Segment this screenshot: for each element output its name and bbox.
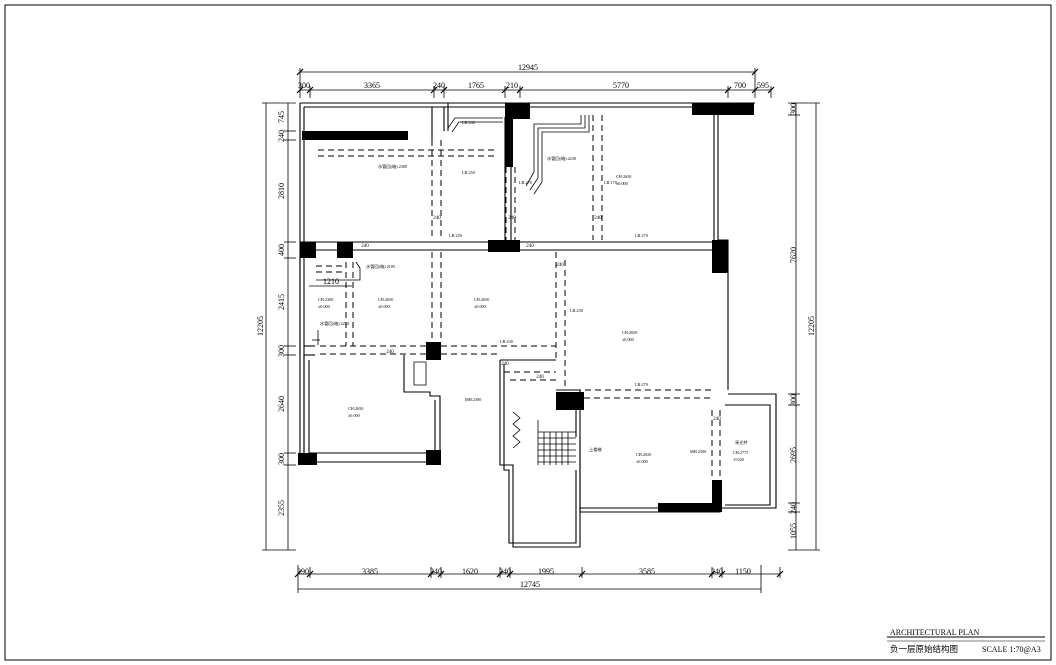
floor-level: ±0.000 <box>636 459 648 464</box>
pipe-runs <box>312 115 590 345</box>
dim-left-total: 12205 <box>256 316 265 336</box>
wall-240-mark: 240 <box>361 244 369 249</box>
beam-label: LB:270 <box>635 382 648 387</box>
dim-bottom-6: 3585 <box>639 567 655 576</box>
dim-right-3: 2695 <box>789 447 798 463</box>
dim-right-total: 12205 <box>807 316 816 336</box>
ceiling-height: CH:2775 <box>733 450 748 455</box>
dim-right-1: 7620 <box>789 247 798 263</box>
wall-240-mark: 240 <box>526 244 534 249</box>
dim-top-total: 12945 <box>518 63 538 72</box>
dim-top-4: 210 <box>506 81 518 90</box>
title-block-title: ARCHITECTURAL PLAN <box>890 628 979 637</box>
dimension-text: 12945 300 3365 240 1765 210 5770 700 595… <box>256 63 816 589</box>
beam-label: LB:270 <box>519 180 532 185</box>
floor-level: ±0.000 <box>378 304 390 309</box>
dim-bottom-8: 1150 <box>735 567 751 576</box>
dim-bottom-7: 240 <box>711 567 723 576</box>
dim-right-4: 240 <box>789 502 798 514</box>
dim-bottom-2: 240 <box>430 567 442 576</box>
pipe-label: 水管回(暗):2185 <box>366 263 395 270</box>
dim-right-5: 1055 <box>789 523 798 539</box>
dim-right-2: 300 <box>789 394 798 406</box>
floor-level: ±0.000 <box>474 304 486 309</box>
dim-bottom-4: 240 <box>499 567 511 576</box>
pipe-label: 水管回(暗):2230 <box>547 155 576 162</box>
dim-bottom-1: 3385 <box>362 567 378 576</box>
dim-bottom-5: 1995 <box>538 567 554 576</box>
floor-level: ±0.000 <box>318 304 330 309</box>
beam-label: LB:230 <box>570 308 583 313</box>
dim-left-8: 2355 <box>277 500 286 516</box>
dim-top-0: 300 <box>298 81 310 90</box>
dim-left-7: 300 <box>277 453 286 465</box>
beam-label: LB:240 <box>462 120 475 125</box>
ceiling-height: CH:2650 <box>474 297 489 302</box>
wall-240-mark: 240 <box>386 350 394 355</box>
beams <box>316 115 721 480</box>
wall-240-mark: 240 <box>594 216 602 221</box>
dimension-ticks <box>294 68 784 578</box>
floor-level: -0.020 <box>733 457 744 462</box>
title-block-subtitle: 负一层原始结构图 <box>890 644 958 654</box>
wall-240-mark: 240 <box>433 216 441 221</box>
wall-240-mark: 240 <box>556 263 564 268</box>
dim-top-7: 595 <box>757 81 769 90</box>
beam-label: LB:250 <box>462 170 475 175</box>
dim-top-1: 3365 <box>364 81 380 90</box>
ceiling-height: CH:2300 <box>318 297 333 302</box>
dim-bottom-0: 290 <box>297 567 309 576</box>
dim-left-0: 745 <box>277 111 286 123</box>
dim-left-6: 2640 <box>277 396 286 412</box>
ceiling-height: CH:2650 <box>616 174 631 179</box>
stairs <box>413 361 576 465</box>
stair-label: 上楼梯 <box>589 446 602 453</box>
wall-240-mark: 240 <box>501 362 509 367</box>
pipe-label: 水管回(暗):2220 <box>320 320 349 327</box>
ceiling-height: CH:2650 <box>636 452 651 457</box>
beam-label: LB:250 <box>449 233 462 238</box>
title-block: ARCHITECTURAL PLAN 负一层原始结构图 SCALE 1:70@A… <box>887 628 1045 654</box>
columns <box>298 103 754 512</box>
title-block-scale: SCALE 1:70@A3 <box>982 645 1041 654</box>
ceiling-height: CH:2650 <box>378 297 393 302</box>
door-height: MH:2300 <box>690 449 706 454</box>
dim-bottom-3: 1620 <box>462 567 478 576</box>
dim-inner-1210: 1210 <box>323 277 339 286</box>
floor-level: ±0.000 <box>348 413 360 418</box>
dim-top-3: 1765 <box>468 81 484 90</box>
beam-label: LB:170 <box>604 180 617 185</box>
wall-240-mark: 240 <box>713 417 721 422</box>
room-annotations: LB:240 LB:250 LB:270 LB:170 LB:250 LB:27… <box>318 120 748 464</box>
wall-240-mark: 240 <box>536 375 544 380</box>
ceiling-height: CH:2650 <box>348 406 363 411</box>
floor-level: ±0.000 <box>616 181 628 186</box>
dim-left-4: 2415 <box>277 294 286 310</box>
beam-label: LB:270 <box>635 233 648 238</box>
skylight-well-label: 采光井 <box>735 439 748 446</box>
dim-top-6: 700 <box>734 81 746 90</box>
sheet-border <box>4 4 1052 661</box>
dim-bottom-total: 12745 <box>520 580 540 589</box>
dim-left-5: 300 <box>277 345 286 357</box>
pipe-label: 水管回(暗):2300 <box>378 163 407 170</box>
dimension-lines <box>262 68 820 593</box>
floor-level: ±0.000 <box>622 337 634 342</box>
door-height: MH:2300 <box>465 397 481 402</box>
dim-right-0: 300 <box>789 103 798 115</box>
dim-top-5: 5770 <box>613 81 629 90</box>
dim-left-2: 2810 <box>277 183 286 199</box>
dim-left-1: 240 <box>277 130 286 142</box>
beam-label: LB:230 <box>500 339 513 344</box>
dim-top-2: 240 <box>433 81 445 90</box>
wall-240-mark: 240 <box>508 216 516 221</box>
dim-left-3: 400 <box>277 244 286 256</box>
ceiling-height: CH:2650 <box>622 330 637 335</box>
